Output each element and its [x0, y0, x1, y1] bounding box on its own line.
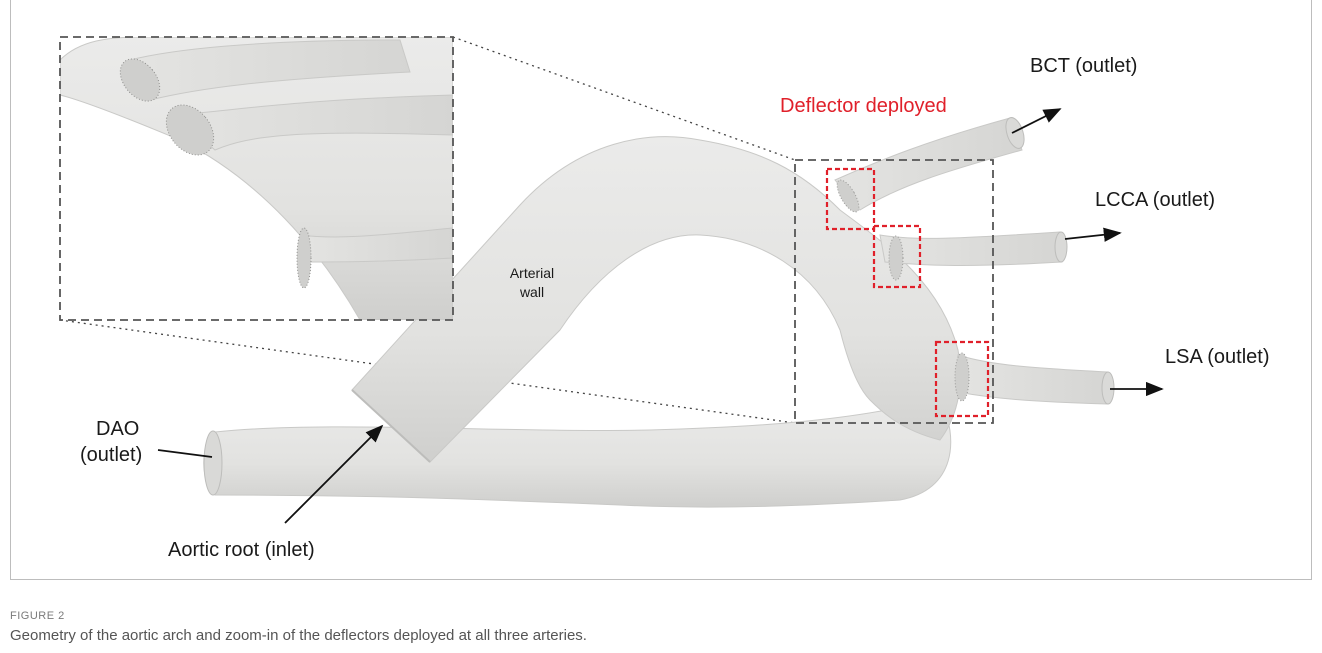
lsa-deflector [955, 353, 969, 401]
lcca-arrow [1065, 233, 1120, 239]
dao-label-line1: DAO [96, 417, 139, 441]
arterial-wall-label-line2: wall [497, 284, 567, 301]
lcca-branch [880, 232, 1062, 265]
lsa-branch [958, 355, 1108, 404]
dao-label-line2: (outlet) [80, 443, 142, 467]
figure-number: FIGURE 2 [10, 610, 65, 622]
arterial-wall-label-line1: Arterial [497, 265, 567, 282]
lsa-label: LSA (outlet) [1165, 345, 1270, 369]
lcca-deflector [889, 236, 903, 280]
bct-branch [835, 118, 1022, 210]
aortic-arch-diagram [0, 0, 1322, 600]
descending-aorta [204, 398, 951, 507]
zoom-inset [60, 37, 453, 320]
figure-caption: Geometry of the aortic arch and zoom-in … [10, 627, 587, 644]
bct-arrow [1012, 109, 1060, 133]
deflector-label: Deflector deployed [780, 94, 947, 118]
lcca-label: LCCA (outlet) [1095, 188, 1215, 212]
aortic-root-label: Aortic root (inlet) [168, 538, 315, 562]
bct-label: BCT (outlet) [1030, 54, 1137, 78]
dao-opening [204, 431, 222, 495]
